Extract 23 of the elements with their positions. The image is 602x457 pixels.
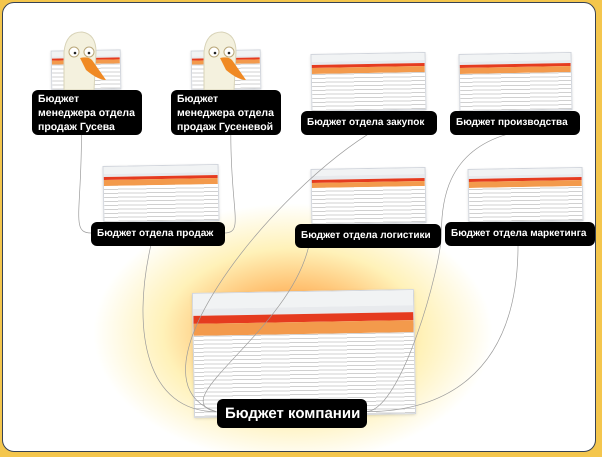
label-box [301,111,437,135]
node-title: Бюджет отдела продаж [97,227,214,241]
connector-line [365,134,507,412]
connector-line [78,134,92,234]
label-box [450,111,580,135]
label-box [91,222,225,246]
connector-line [202,246,309,412]
node-title: Бюджет компании [225,406,359,420]
label-box [217,399,367,428]
node-title: Бюджет производства [456,116,569,130]
label-box [171,90,281,135]
node-title: Бюджет отдела логистики [301,229,432,243]
node-title: Бюджет менеджера отдела продаж Гусеневой [177,92,275,134]
connector-line [142,244,217,412]
node-title: Бюджет отдела маркетинга [451,227,588,241]
node-title: Бюджет менеджера отдела продаж Гусева [38,92,136,134]
connector-line [365,244,518,412]
connector-line [224,134,236,234]
label-box [32,90,142,135]
connector-line [185,134,368,412]
node-title: Бюджет отдела закупок [307,116,426,130]
label-box [295,224,441,248]
label-box [445,222,595,246]
